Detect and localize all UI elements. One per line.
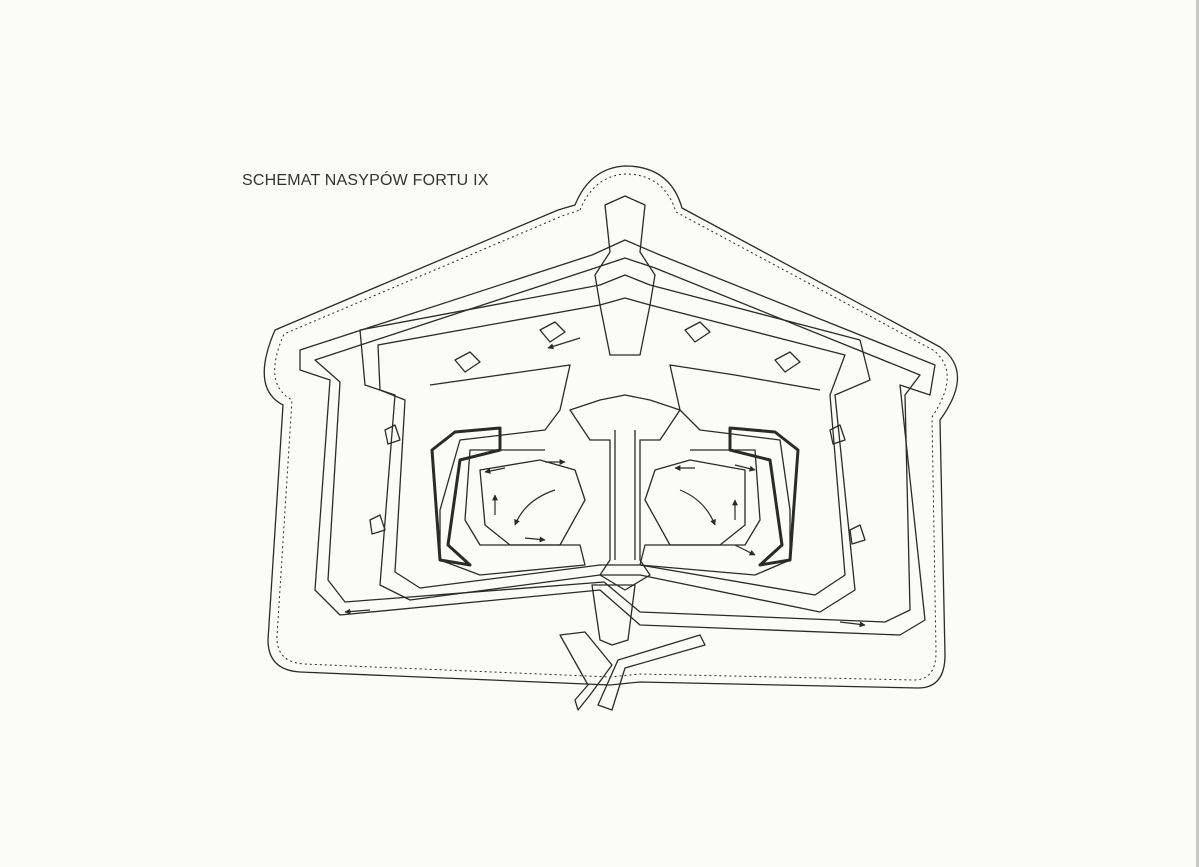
right-approach-road xyxy=(597,634,706,711)
spine-detail xyxy=(614,430,636,560)
gate-ramp xyxy=(591,584,636,646)
scan-edge xyxy=(1196,0,1199,867)
traverse xyxy=(454,351,481,373)
left-inner-ditch xyxy=(430,426,502,567)
traverse xyxy=(369,514,386,535)
diagram-title: SCHEMAT NASYPÓW FORTU IX xyxy=(242,172,489,189)
central-caponier xyxy=(594,195,656,356)
traverse xyxy=(539,321,566,343)
traverse xyxy=(684,321,711,343)
left-approach-road xyxy=(559,631,613,711)
traverse xyxy=(829,424,846,445)
flow-arrow xyxy=(734,464,756,472)
flow-arrow xyxy=(514,489,556,526)
flow-arrow xyxy=(679,489,716,526)
rampart-crest xyxy=(377,297,846,596)
right-terrace xyxy=(639,364,821,576)
glacis-outline xyxy=(263,165,959,689)
left-courtyard xyxy=(479,459,586,546)
glacis-hatching xyxy=(274,173,948,681)
flow-arrow xyxy=(839,621,866,628)
flow-arrow xyxy=(524,536,546,543)
flow-arrow xyxy=(547,337,581,350)
central-spine xyxy=(569,394,681,591)
main-rampart xyxy=(359,274,871,613)
flow-arrow xyxy=(484,467,506,474)
traverse xyxy=(384,424,401,445)
outer-ditch-inner xyxy=(314,257,921,623)
outer-ditch xyxy=(299,239,936,636)
traverse xyxy=(849,524,866,545)
flow-arrow xyxy=(344,608,371,615)
right-courtyard xyxy=(644,459,746,546)
right-inner-ditch xyxy=(728,426,800,567)
traverse xyxy=(774,351,801,373)
flow-arrow xyxy=(734,544,756,556)
